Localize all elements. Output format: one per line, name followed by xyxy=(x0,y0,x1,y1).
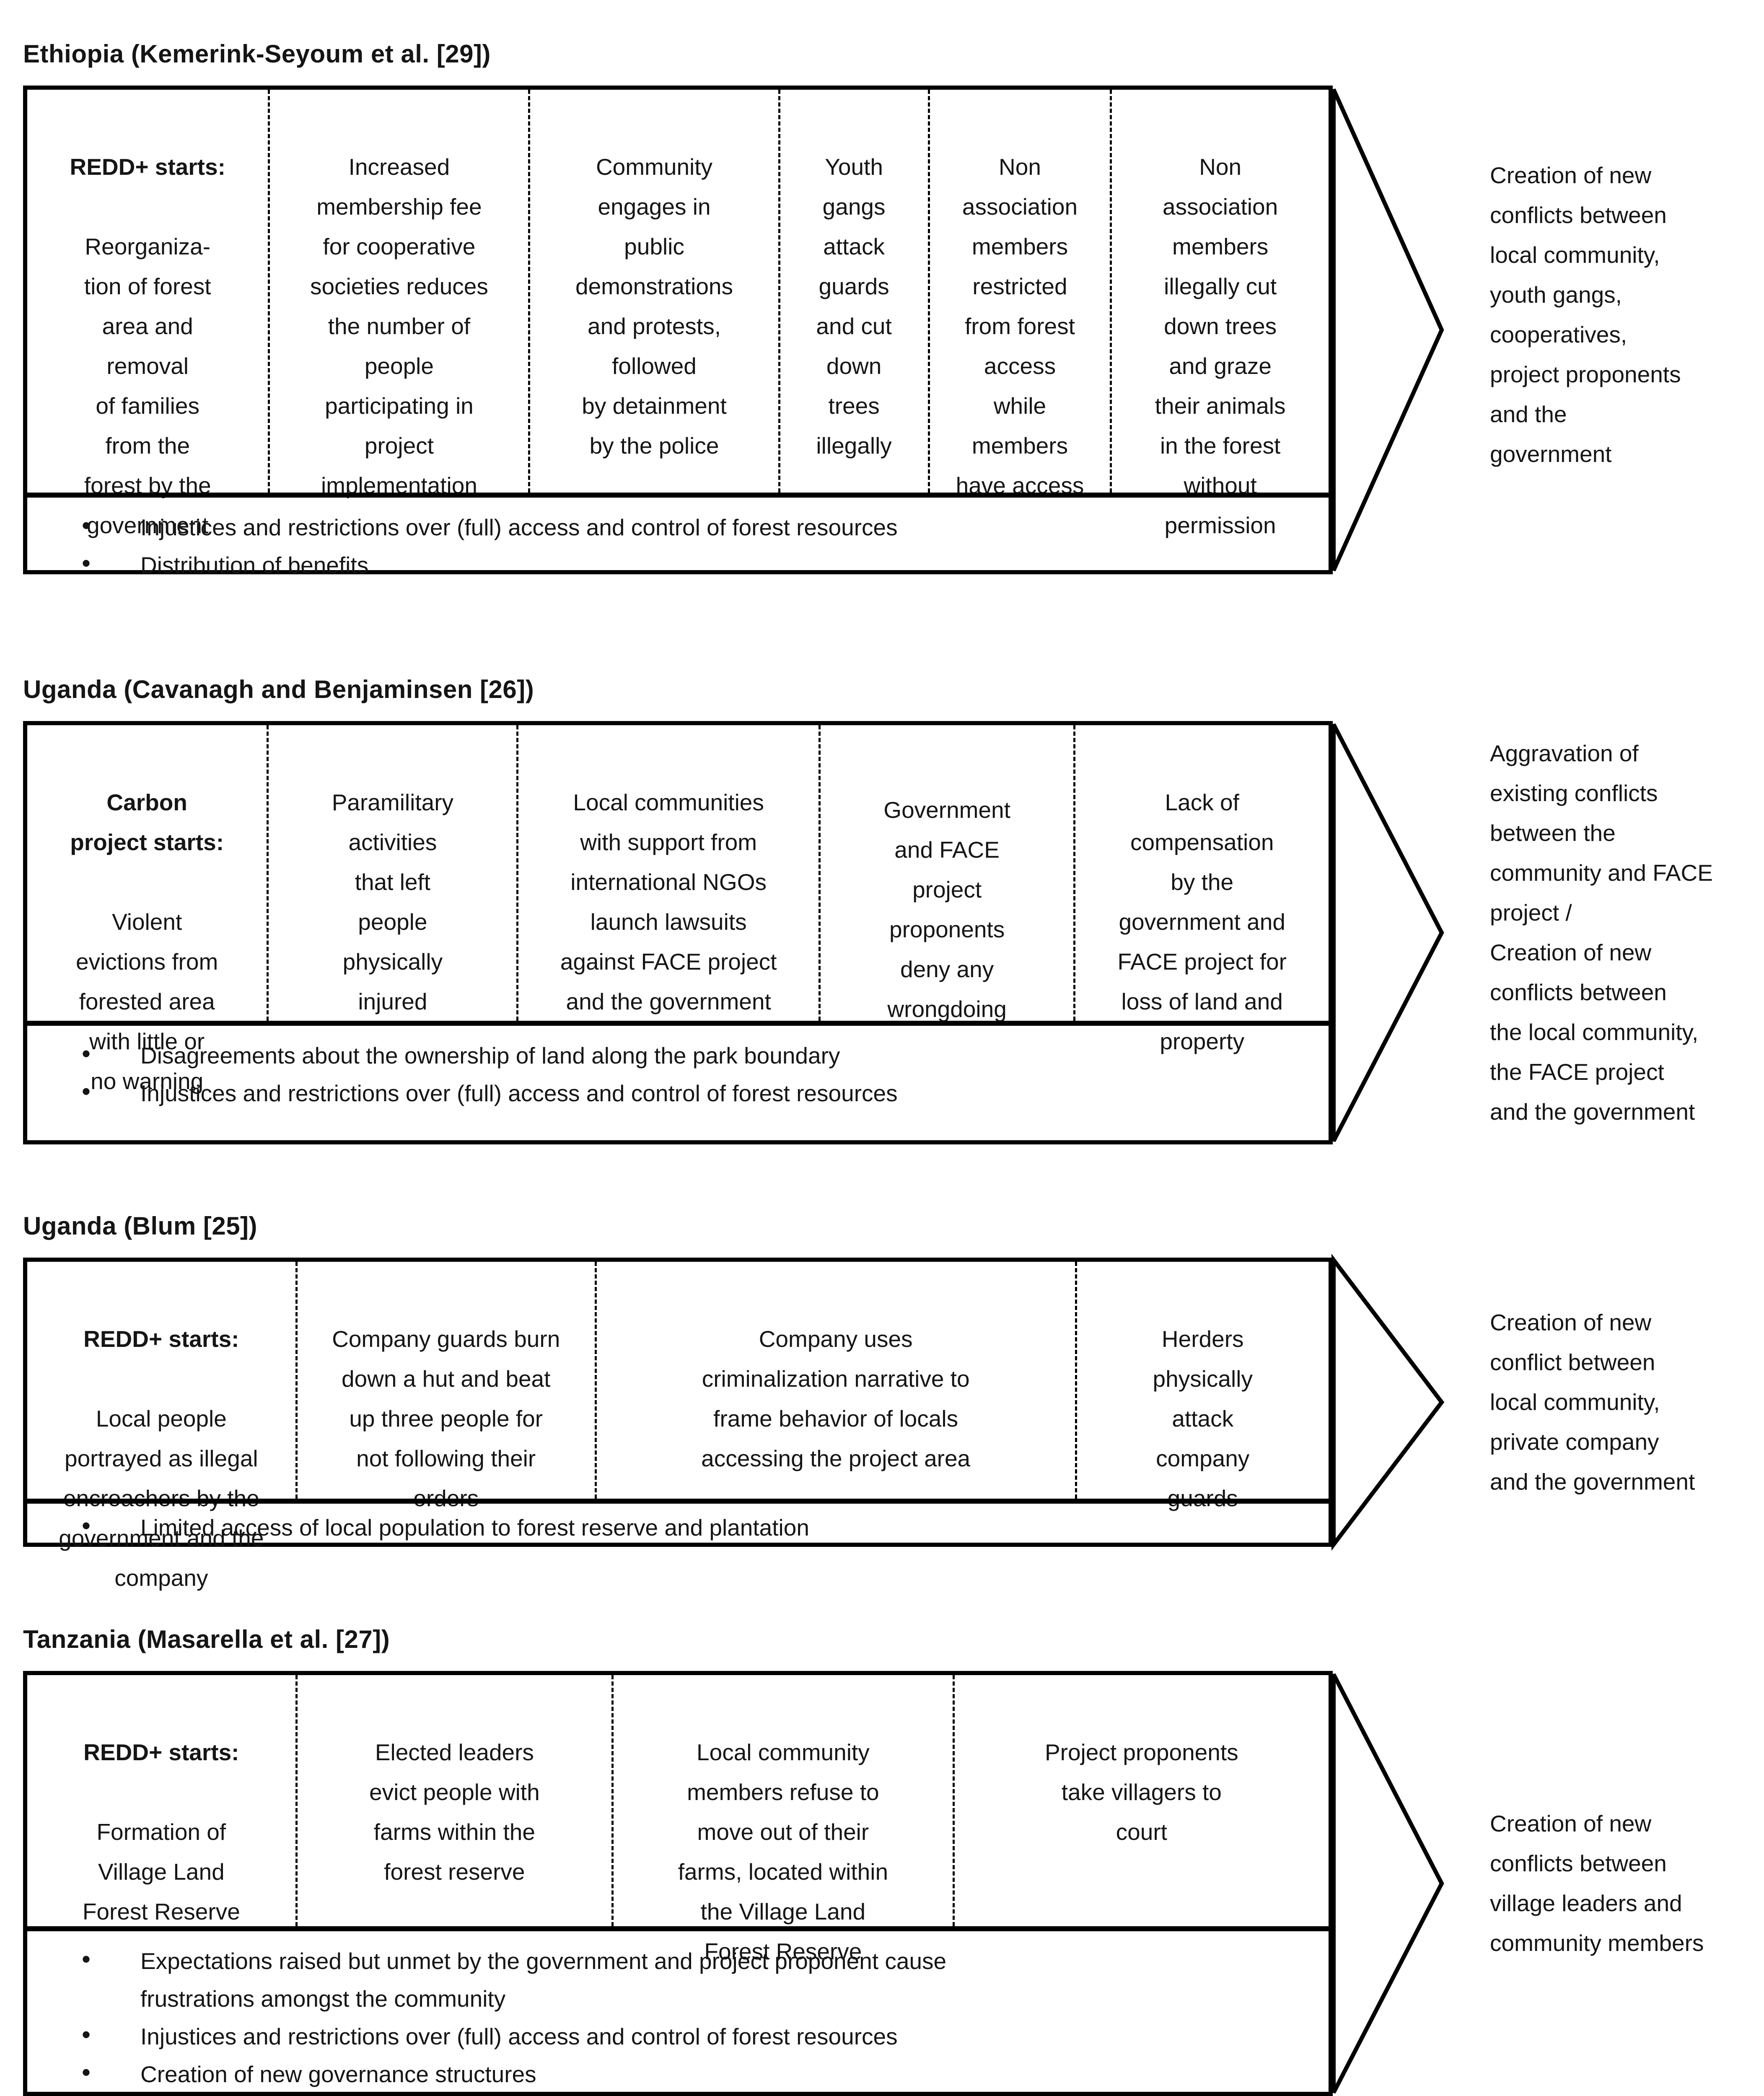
event-text: Local communities with support from inte… xyxy=(560,789,777,1014)
event-cell: Non association members illegally cut do… xyxy=(1110,90,1329,538)
cause-item: Expectations raised but unmet by the gov… xyxy=(78,1940,1303,2018)
event-lead: REDD+ starts: xyxy=(83,1739,239,1765)
panel-uganda-cavanagh: Uganda (Cavanagh and Benjaminsen [26]) C… xyxy=(23,671,1764,1144)
cause-item: Injustices and restrictions over (full) … xyxy=(78,2016,1303,2055)
event-cell: REDD+ starts: Local people portrayed as … xyxy=(27,1262,295,1591)
event-text: Youth gangs attack guards and cut down t… xyxy=(816,154,892,459)
timeline-box: Carbon project starts: Violent evictions… xyxy=(23,721,1333,1144)
panel-uganda-blum: Uganda (Blum [25]) REDD+ starts: Local p… xyxy=(23,1207,1764,1591)
event-cell: REDD+ starts: Reorganiza- tion of forest… xyxy=(27,90,268,538)
event-cell: Youth gangs attack guards and cut down t… xyxy=(778,90,928,493)
causes-list: Expectations raised but unmet by the gov… xyxy=(27,1926,1329,2096)
panel-title: Uganda (Cavanagh and Benjaminsen [26]) xyxy=(23,675,534,703)
event-lead: REDD+ starts: xyxy=(83,1326,239,1352)
events-row: REDD+ starts: Reorganiza- tion of forest… xyxy=(27,90,1329,538)
event-cell: Company guards burn down a hut and beat … xyxy=(295,1262,595,1511)
event-cell: Company uses criminalization narrative t… xyxy=(594,1262,1075,1499)
cause-item: Disagreements about the ownership of lan… xyxy=(78,1035,1303,1074)
event-text: Paramilitary activities that left people… xyxy=(332,789,454,1014)
events-row: Carbon project starts: Violent evictions… xyxy=(27,725,1329,1094)
outcome-arrow xyxy=(1333,721,1446,1144)
event-cell: Lack of compensation by the government a… xyxy=(1073,725,1329,1054)
event-lead: REDD+ starts: xyxy=(70,154,225,180)
event-cell: REDD+ starts: Formation of Village Land … xyxy=(27,1675,295,1926)
event-cell: Herders physically attack company guards xyxy=(1075,1262,1329,1511)
event-text: Lack of compensation by the government a… xyxy=(1117,789,1287,1054)
event-lead: Carbon project starts: xyxy=(70,789,224,855)
timeline-box: REDD+ starts: Formation of Village Land … xyxy=(23,1671,1333,2096)
panel-ethiopia: Ethiopia (Kemerink-Seyoum et al. [29]) R… xyxy=(23,35,1764,582)
causes-list: Injustices and restrictions over (full) … xyxy=(27,493,1329,592)
outcome-text: Aggravation of existing conflicts betwee… xyxy=(1490,740,1713,1125)
cause-item: Injustices and restrictions over (full) … xyxy=(78,1073,1303,1112)
events-row: REDD+ starts: Formation of Village Land … xyxy=(27,1675,1329,1964)
outcome-arrow xyxy=(1333,1671,1446,2096)
cause-item: Distribution of benefits xyxy=(78,545,1303,584)
outcome-text: Creation of new conflicts between villag… xyxy=(1490,1811,1704,1956)
causes-list: Limited access of local population to fo… xyxy=(27,1499,1329,1555)
event-cell: Non association members restricted from … xyxy=(927,90,1110,498)
event-text: Formation of Village Land Forest Reserve xyxy=(82,1819,240,1925)
cause-item: Limited access of local population to fo… xyxy=(78,1507,1303,1546)
event-cell: Increased membership fee for cooperative… xyxy=(268,90,528,498)
outcome-arrow xyxy=(1333,86,1446,574)
event-text: Company uses criminalization narrative t… xyxy=(701,1326,971,1471)
event-text: Non association members restricted from … xyxy=(956,154,1084,498)
causes-list: Disagreements about the ownership of lan… xyxy=(27,1021,1329,1140)
panel-title: Tanzania (Masarella et al. [27]) xyxy=(23,1625,390,1653)
event-cell: Community engages in public demonstratio… xyxy=(528,90,778,493)
event-text: Government and FACE project proponents d… xyxy=(883,797,1010,1022)
panel-tanzania: Tanzania (Masarella et al. [27]) REDD+ s… xyxy=(23,1621,1764,2096)
outcome-text: Creation of new conflict between local c… xyxy=(1490,1309,1695,1495)
event-cell: Elected leaders evict people with farms … xyxy=(295,1675,612,1926)
outcome-arrow xyxy=(1333,1258,1446,1547)
event-cell: Local community members refuse to move o… xyxy=(611,1675,953,1964)
event-cell: Local communities with support from inte… xyxy=(516,725,818,1021)
event-cell: Paramilitary activities that left people… xyxy=(267,725,516,1021)
event-text: Non association members illegally cut do… xyxy=(1155,154,1286,538)
cause-item: Creation of new governance structures xyxy=(78,2054,1303,2093)
event-cell: Government and FACE project proponents d… xyxy=(818,725,1074,1022)
event-text: Project proponents take villagers to cou… xyxy=(1044,1739,1238,1845)
panel-title: Uganda (Blum [25]) xyxy=(23,1212,258,1240)
timeline-box: REDD+ starts: Reorganiza- tion of forest… xyxy=(23,86,1333,582)
event-cell: Project proponents take villagers to cou… xyxy=(952,1675,1329,1926)
panel-title: Ethiopia (Kemerink-Seyoum et al. [29]) xyxy=(23,40,491,68)
event-text: Elected leaders evict people with farms … xyxy=(369,1739,540,1885)
event-text: Herders physically attack company guards xyxy=(1153,1326,1253,1511)
outcome-text: Creation of new conflicts between local … xyxy=(1490,162,1681,467)
cause-item: Injustices and restrictions over (full) … xyxy=(78,507,1303,546)
events-row: REDD+ starts: Local people portrayed as … xyxy=(27,1262,1329,1591)
event-text: Community engages in public demonstratio… xyxy=(575,154,733,459)
event-cell: Carbon project starts: Violent evictions… xyxy=(27,725,267,1094)
event-text: Company guards burn down a hut and beat … xyxy=(332,1326,560,1511)
event-text: Increased membership fee for cooperative… xyxy=(310,154,488,498)
timeline-box: REDD+ starts: Local people portrayed as … xyxy=(23,1258,1333,1591)
